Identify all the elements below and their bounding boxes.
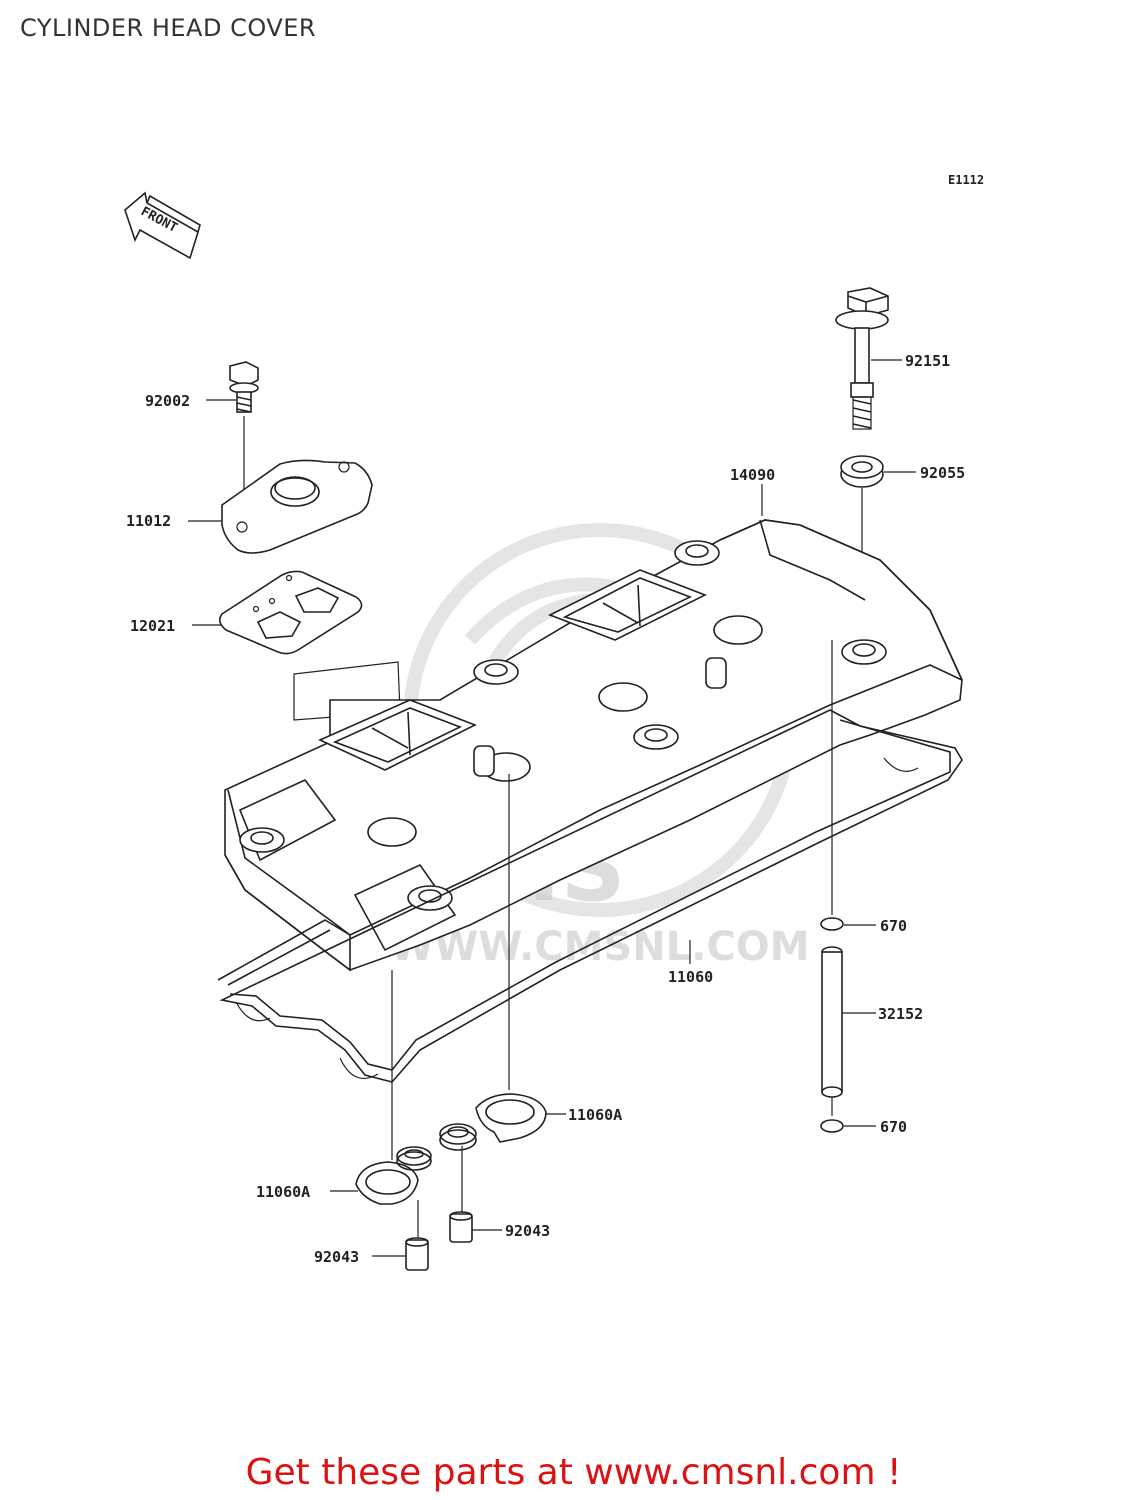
- label-11012: 11012: [126, 512, 171, 530]
- cover-bosses: [239, 540, 887, 911]
- guide-lines: [391, 640, 833, 1238]
- seal-11060a-right: [475, 1093, 566, 1143]
- label-14090: 14090: [730, 466, 775, 484]
- label-32152: 32152: [878, 1005, 923, 1023]
- seal-ring-right: [439, 1123, 477, 1151]
- bolt-92151: [835, 287, 902, 430]
- svg-text:WWW.CMSNL.COM: WWW.CMSNL.COM: [390, 924, 810, 970]
- seal-11060a-left: [330, 1161, 419, 1205]
- bolt-92002: [206, 361, 259, 520]
- front-arrow-icon: FRONT: [124, 191, 201, 260]
- label-11060: 11060: [668, 968, 713, 986]
- o-ring-670-top: [820, 917, 876, 931]
- label-92043-left: 92043: [314, 1248, 359, 1266]
- cap-11012: [188, 459, 373, 554]
- label-670-bottom: 670: [880, 1118, 907, 1136]
- label-12021: 12021: [130, 617, 175, 635]
- pipe-32152: [821, 946, 876, 1098]
- label-11060a-left: 11060A: [256, 1183, 310, 1201]
- promo-link[interactable]: Get these parts at www.cmsnl.com !: [245, 1452, 902, 1493]
- gasket-12021: [192, 570, 363, 655]
- o-ring-670-bottom: [820, 1119, 876, 1133]
- dowel-92043-left: [372, 1237, 429, 1271]
- label-92043-right: 92043: [505, 1222, 550, 1240]
- valve-cover-14090: [224, 484, 963, 972]
- diagram-code: E1112: [948, 173, 984, 187]
- label-11060a-right: 11060A: [568, 1106, 622, 1124]
- dowel-92043-right: [449, 1211, 502, 1243]
- label-92055: 92055: [920, 464, 965, 482]
- label-670-top: 670: [880, 917, 907, 935]
- seal-ring-left: [396, 1146, 432, 1171]
- label-92151: 92151: [905, 352, 950, 370]
- label-92002: 92002: [145, 392, 190, 410]
- page-title: CYLINDER HEAD COVER: [20, 14, 317, 42]
